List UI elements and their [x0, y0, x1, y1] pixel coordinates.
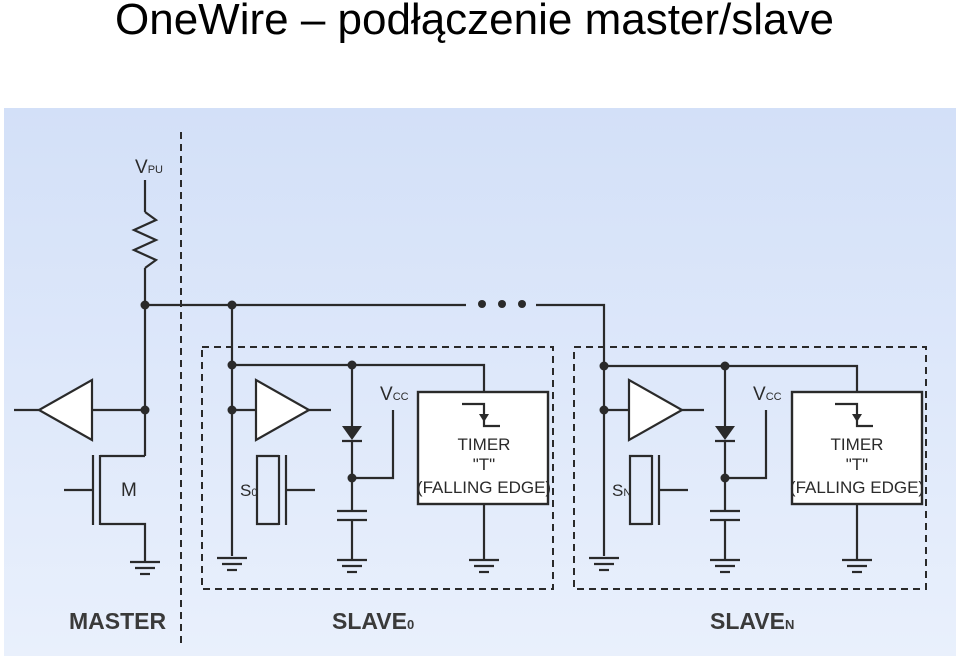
master-section-label: MASTER: [69, 608, 167, 634]
master-section: VPU M MASTER: [14, 157, 606, 634]
slaven-transistor-label: SN: [612, 481, 631, 500]
slaven-section-label: SLAVEN: [710, 608, 794, 634]
master-receiver-buffer: [36, 378, 94, 442]
slave0-timer-label: (FALLING EDGE): [417, 478, 551, 497]
slave0-timer-label: TIMER: [458, 435, 511, 454]
slaven-transistor: [628, 454, 688, 526]
bus-continuation-dot: [498, 300, 506, 308]
diagram-panel: [4, 108, 956, 656]
slave0-boundary: [201, 346, 554, 590]
ground-symbol: [710, 558, 740, 574]
slave0-section: S0 VCC TIMER "T" (FALLING EDGE): [201, 305, 554, 634]
bus-continuation-dot: [478, 300, 486, 308]
slave0-input-buffer: [254, 378, 312, 442]
bus-continuation-dot: [518, 300, 526, 308]
slaven-timer-label: (FALLING EDGE): [790, 478, 924, 497]
ground-symbol: [589, 556, 619, 572]
slave0-transistor-label: S0: [240, 481, 257, 500]
slave0-section-label: SLAVE0: [332, 608, 414, 634]
ground-symbol: [469, 558, 499, 574]
vpu-label: VPU: [135, 157, 163, 178]
slaven-vcc-label: VCC: [753, 384, 782, 405]
slave0-timer-label: "T": [473, 455, 495, 474]
slaven-boundary: [573, 346, 927, 590]
slave0-diode: [342, 426, 362, 440]
slave0-vcc-label: VCC: [380, 384, 409, 405]
slave0-transistor: [255, 454, 315, 526]
slaven-diode: [715, 426, 735, 440]
page-title: OneWire – podłączenie master/slave: [115, 0, 834, 44]
pullup-resistor: [131, 211, 159, 269]
slaven-timer-label: "T": [846, 455, 868, 474]
master-transistor: [64, 454, 147, 562]
slaven-timer-label: TIMER: [831, 435, 884, 454]
slaven-input-buffer: [627, 378, 685, 442]
master-transistor-label: M: [121, 480, 137, 501]
ground-symbol: [217, 556, 247, 572]
ground-symbol: [337, 558, 367, 574]
slaven-section: SN VCC TIMER "T" (FALLING EDGE): [573, 346, 927, 634]
ground-symbol: [130, 560, 160, 576]
ground-symbol: [842, 558, 872, 574]
